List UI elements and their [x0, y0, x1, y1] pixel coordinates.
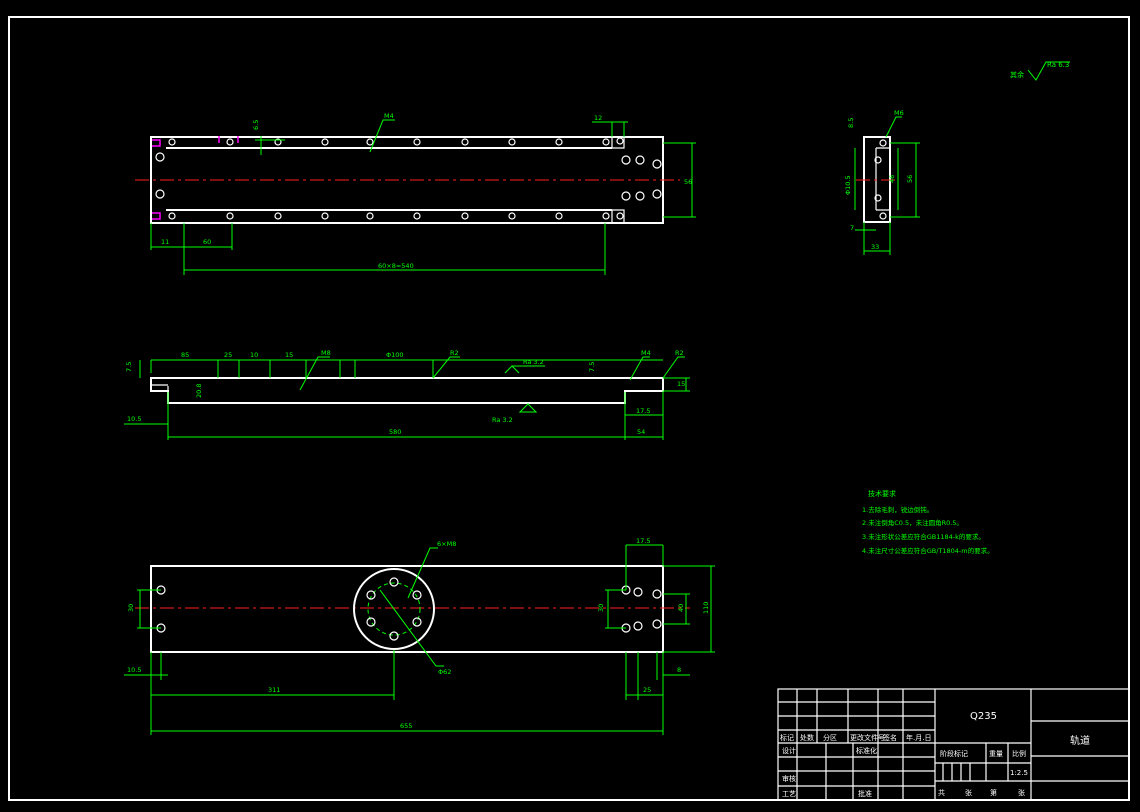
dim-7-5-right: 7.5 — [588, 362, 596, 372]
finish-prefix: 其余 — [1010, 70, 1024, 79]
dim-m4-front: M4 — [641, 349, 651, 357]
front-view-dimensions: 85 25 10 15 M8 Φ100 R2 Ra 3.2 M4 R2 15 7… — [124, 349, 690, 438]
bottom-view-dimensions: 6×M8 Φ62 17.5 30 30 40 110 10.5 8 311 25… — [124, 537, 715, 735]
tb-approve: 批准 — [858, 789, 872, 798]
dim-6xm8: 6×M8 — [437, 540, 456, 548]
dim-m6: M6 — [894, 109, 904, 117]
tech-req-item: 4.未注尺寸公差应符合GB/T1804-m的要求。 — [862, 546, 994, 555]
top-view-holes — [155, 137, 662, 220]
finish-symbol — [1027, 61, 1070, 81]
tb-doc: 更改文件号 — [850, 733, 885, 742]
dim-6-5: 6.5 — [252, 120, 260, 130]
tb-total: 共 — [938, 788, 945, 797]
tb-scale: 1:2.5 — [1010, 769, 1028, 777]
ra32-top: Ra 3.2 — [523, 358, 544, 366]
dim-311: 311 — [268, 686, 280, 694]
dim-20-8: 20.8 — [195, 384, 203, 398]
dim-r2: R2 — [450, 349, 459, 357]
tb-count: 处数 — [800, 733, 814, 742]
side-view-dimensions: M6 8.5 Φ10.5 46 56 7 33 — [844, 109, 920, 255]
top-view-dimensions: 11 60 60×8=540 56 12 6.5 M4 — [150, 112, 696, 275]
tb-mark: 标记 — [780, 733, 794, 742]
tb-sign: 签名 — [883, 733, 897, 742]
bottom-view: 6×M8 Φ62 17.5 30 30 40 110 10.5 8 311 25… — [124, 537, 715, 735]
top-view-end-notch — [611, 137, 625, 223]
tech-req-item: 3.未注形状公差应符合GB1184-k的要求。 — [862, 532, 985, 541]
dim-46: 46 — [888, 175, 896, 183]
bottom-view-outline — [150, 565, 664, 653]
dim-655: 655 — [400, 722, 412, 730]
ra32-bottom: Ra 3.2 — [492, 416, 513, 424]
dim-span: 60×8=540 — [378, 262, 414, 270]
dim-7: 7 — [850, 224, 854, 232]
dim-40: 40 — [677, 604, 685, 612]
dim-12: 12 — [594, 114, 602, 122]
dim-10-5-bottom: 10.5 — [127, 666, 141, 674]
center-boss — [353, 568, 435, 650]
front-view-outline — [150, 377, 664, 404]
dim-30-left: 30 — [127, 604, 135, 612]
dim-17-5: 17.5 — [636, 407, 650, 415]
technical-requirements: 技术要求 1.去除毛刺，锐边倒钝。 2.未注倒角C0.5，未注圆角R0.5。 3… — [862, 489, 994, 555]
dim-phi10-5: Φ10.5 — [844, 175, 852, 195]
tb-part-name: 轨道 — [1070, 734, 1090, 747]
tech-req-title: 技术要求 — [868, 489, 896, 498]
dim-54: 54 — [637, 428, 645, 436]
title-block: 标记 处数 分区 更改文件号 签名 年.月.日 设计 标准化 审核 工艺 批准 … — [777, 688, 1130, 801]
dim-17-5-bottom: 17.5 — [636, 537, 650, 545]
dim-r2-b: R2 — [675, 349, 684, 357]
tb-date: 年.月.日 — [906, 733, 931, 742]
tb-weight: 重量 — [989, 750, 1003, 758]
dim-7-5-left: 7.5 — [125, 362, 133, 372]
tb-zone: 分区 — [823, 733, 837, 742]
dim-11: 11 — [161, 238, 169, 246]
dim-15-right: 15 — [677, 380, 685, 388]
dim-10-5: 10.5 — [127, 415, 141, 423]
dim-60: 60 — [203, 238, 211, 246]
tech-req-item: 1.去除毛刺，锐边倒钝。 — [862, 505, 933, 514]
tb-ratio: 比例 — [1012, 749, 1026, 758]
dim-56: 56 — [684, 178, 692, 186]
tb-no: 第 — [990, 788, 997, 797]
dim-580: 580 — [389, 428, 401, 436]
tb-stage-mark: 阶段标记 — [940, 749, 968, 758]
dim-25: 25 — [224, 351, 232, 359]
side-view: M6 8.5 Φ10.5 46 56 7 33 — [844, 109, 920, 255]
surface-finish-note: 其余 Ra 6.3 — [1010, 61, 1070, 81]
dim-33: 33 — [871, 243, 879, 251]
dim-8: 8 — [677, 666, 681, 674]
tb-review: 审核 — [782, 774, 796, 783]
dim-56-side: 56 — [906, 175, 914, 183]
top-view-markers — [152, 136, 239, 220]
dim-10: 10 — [250, 351, 258, 359]
tb-sheet: 张 — [965, 788, 972, 797]
front-view: 85 25 10 15 M8 Φ100 R2 Ra 3.2 M4 R2 15 7… — [124, 349, 690, 440]
tb-sheet-2: 张 — [1018, 788, 1025, 797]
dim-8-5: 8.5 — [847, 118, 855, 128]
dim-25-bottom: 25 — [643, 686, 651, 694]
tb-standard: 标准化 — [856, 746, 877, 755]
drawing-border — [8, 16, 1130, 801]
tb-design: 设计 — [782, 746, 796, 755]
tech-req-item: 2.未注倒角C0.5，未注圆角R0.5。 — [862, 518, 963, 527]
top-view: 11 60 60×8=540 56 12 6.5 M4 — [135, 112, 696, 275]
dim-110: 110 — [702, 602, 710, 614]
dim-m4: M4 — [384, 112, 394, 120]
dim-15: 15 — [285, 351, 293, 359]
tb-craft: 工艺 — [782, 790, 796, 798]
finish-value: Ra 6.3 — [1047, 61, 1069, 69]
dim-30-right: 30 — [597, 604, 605, 612]
tb-material: Q235 — [970, 711, 997, 722]
dim-phi62: Φ62 — [438, 668, 451, 676]
bolt-circle — [367, 582, 421, 636]
dim-m8: M8 — [321, 349, 331, 357]
dim-phi100: Φ100 — [386, 351, 404, 359]
dim-85: 85 — [181, 351, 189, 359]
